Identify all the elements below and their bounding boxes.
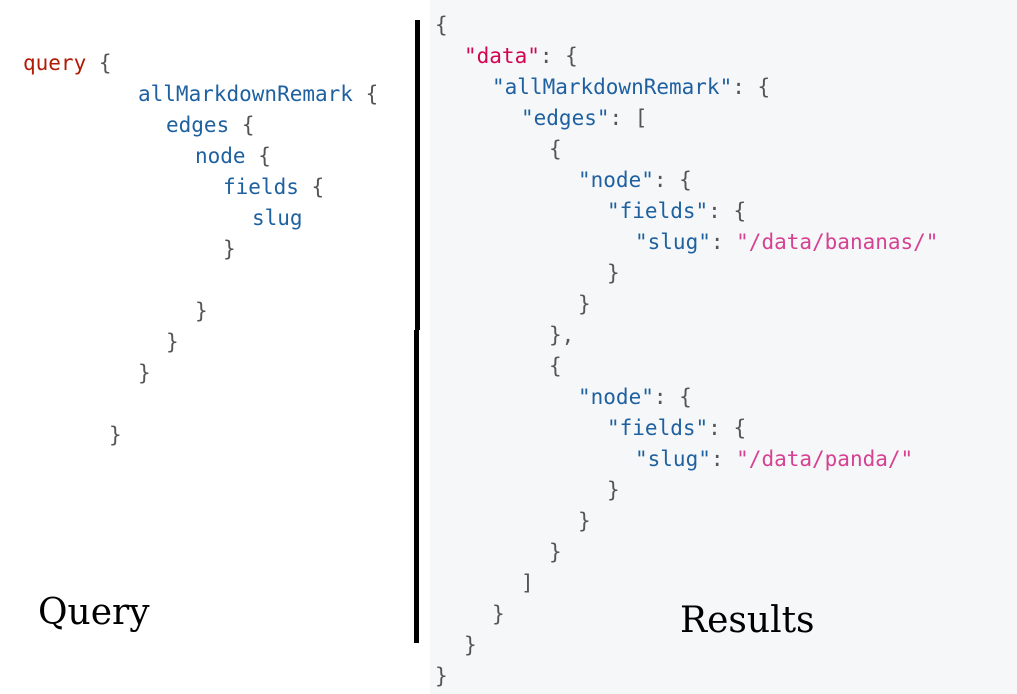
query-line-10: } xyxy=(138,361,151,385)
result-slug-value: "/data/bananas/" xyxy=(736,230,939,254)
query-line-4: node { xyxy=(195,144,271,168)
result-line-8: "slug": "/data/bananas/" xyxy=(635,230,939,254)
query-line-9: } xyxy=(166,330,179,354)
result-line-10: } xyxy=(578,292,591,316)
query-field-node: node xyxy=(195,144,246,168)
query-line-11: } xyxy=(109,423,122,447)
result-line-12: { xyxy=(549,354,562,378)
result-line-18: } xyxy=(549,540,562,564)
result-line-21: } xyxy=(464,633,477,657)
result-line-16: } xyxy=(607,478,620,502)
result-line-1: { xyxy=(435,13,448,37)
query-field-slug: slug xyxy=(252,206,303,230)
query-line-8: } xyxy=(195,299,208,323)
result-line-17: } xyxy=(578,509,591,533)
query-line-1: query { xyxy=(23,51,112,75)
result-line-5: { xyxy=(549,137,562,161)
result-line-4: "edges": [ xyxy=(521,106,648,130)
query-field-fields: fields xyxy=(223,175,299,199)
result-line-15: "slug": "/data/panda/" xyxy=(635,447,914,471)
query-panel: query { allMarkdownRemark { edges { node… xyxy=(0,0,430,694)
query-line-6: slug xyxy=(252,203,303,234)
result-slug-value: "/data/panda/" xyxy=(736,447,914,471)
query-line-5: fields { xyxy=(223,175,325,199)
result-line-6: "node": { xyxy=(578,168,692,192)
result-key-edges: "edges" xyxy=(521,106,610,130)
result-line-22: } xyxy=(435,664,448,688)
result-line-9: } xyxy=(607,261,620,285)
result-key-root: "allMarkdownRemark" xyxy=(492,75,733,99)
result-line-14: "fields": { xyxy=(607,416,747,440)
query-keyword: query xyxy=(23,51,87,75)
query-field-edges: edges xyxy=(166,113,230,137)
divider-bottom xyxy=(414,330,419,643)
result-line-11: }, xyxy=(549,323,575,347)
results-label: Results xyxy=(680,600,815,641)
results-panel: { "data": { "allMarkdownRemark": { "edge… xyxy=(430,0,1017,694)
query-line-2: allMarkdownRemark { xyxy=(138,82,379,106)
result-line-3: "allMarkdownRemark": { xyxy=(492,75,771,99)
result-line-2: "data": { xyxy=(464,44,578,68)
divider-top xyxy=(415,20,420,330)
query-line-3: edges { xyxy=(166,113,255,137)
query-line-7: } xyxy=(223,237,236,261)
result-line-19: ] xyxy=(521,571,534,595)
result-line-13: "node": { xyxy=(578,385,692,409)
query-label: Query xyxy=(38,592,150,633)
result-line-20: } xyxy=(492,602,505,626)
result-key-data: "data" xyxy=(464,44,540,68)
result-line-7: "fields": { xyxy=(607,199,747,223)
query-field-root: allMarkdownRemark xyxy=(138,82,353,106)
